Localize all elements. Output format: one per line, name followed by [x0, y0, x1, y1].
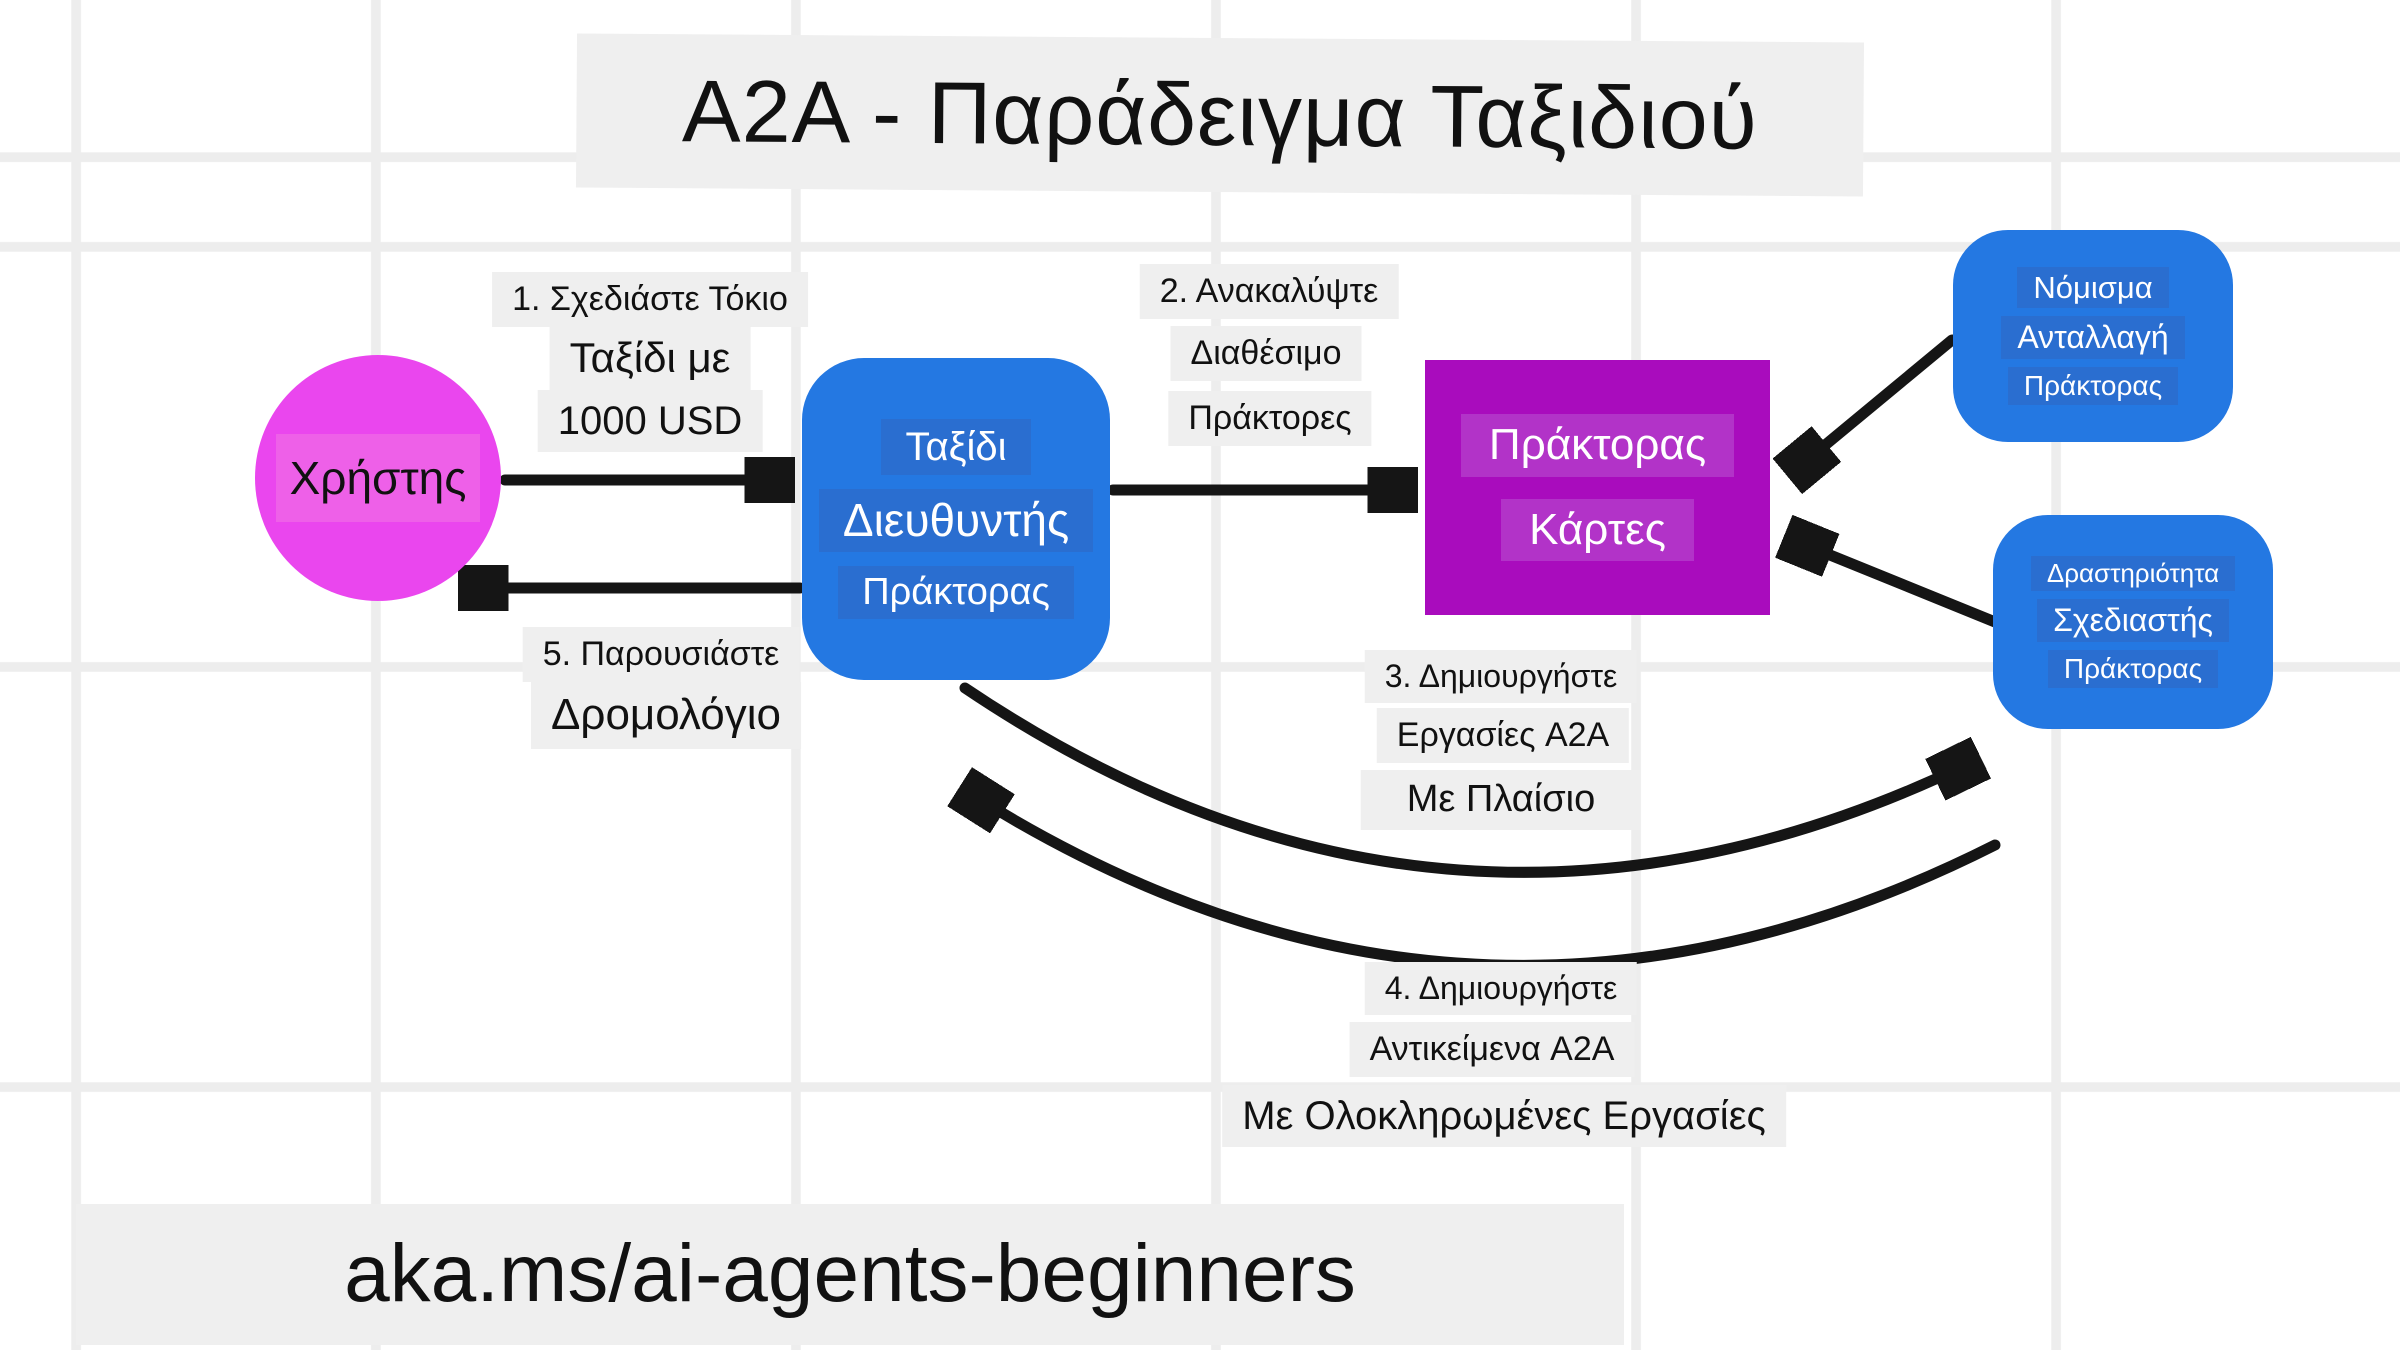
node-agent-cards: Πράκτορας Κάρτες: [1425, 360, 1770, 615]
node-agent-cards-line2: Κάρτες: [1501, 498, 1694, 562]
step1-label-line3: 1000 USD: [537, 390, 763, 452]
node-activity-line3: Πράκτορας: [2047, 650, 2219, 689]
step3-label-line2: Εργασίες A2A: [1376, 708, 1630, 764]
step2-label-line1: 2. Ανακαλύψτε: [1139, 264, 1399, 320]
node-user: Χρήστης: [255, 355, 501, 601]
step1-label-line2: Ταξίδι με: [549, 326, 751, 391]
arrow-currency-exchange-to-agent-cards: [1795, 334, 1958, 470]
node-travel-manager-line2: Διευθυντής: [818, 488, 1094, 552]
step3-label-line3: Με Πλαίσιο: [1360, 770, 1642, 830]
arrow-activity-planner-to-agent-cards: [1793, 540, 2001, 628]
node-travel-manager-agent: Ταξίδι Διευθυντής Πράκτορας: [802, 358, 1110, 680]
footer-link: aka.ms/ai-agents-beginners: [76, 1204, 1624, 1345]
step1-label-line1: 1. Σχεδιάστε Τόκιο: [492, 272, 808, 328]
page-title: A2A - Παράδειγμα Ταξιδιού: [575, 33, 1865, 197]
node-activity-line2: Σχεδιαστής: [2037, 599, 2229, 643]
node-travel-manager-line3: Πράκτορας: [838, 565, 1074, 620]
step3-label-line1: 3. Δημιουργήστε: [1364, 650, 1638, 703]
step5-label-line1: 5. Παρουσιάστε: [522, 627, 800, 683]
node-user-label: Χρήστης: [275, 433, 481, 523]
node-activity-planner-agent: Δραστηριότητα Σχεδιαστής Πράκτορας: [1993, 515, 2273, 729]
arrow-create-tasks-curve: [959, 682, 1972, 878]
step4-label-line3: Με Ολοκληρωμένες Εργασίες: [1222, 1085, 1786, 1147]
step2-label-line2: Διαθέσιμο: [1170, 326, 1362, 382]
node-travel-manager-line1: Ταξίδι: [881, 418, 1031, 475]
step4-label-line1: 4. Δημιουργήστε: [1364, 962, 1638, 1015]
node-currency-line1: Νόμισμα: [2017, 266, 2169, 309]
node-currency-line3: Πράκτορας: [2007, 367, 2179, 406]
node-activity-line1: Δραστηριότητα: [2030, 555, 2236, 592]
node-currency-line2: Ανταλλαγή: [2001, 316, 2185, 360]
node-agent-cards-line1: Πράκτορας: [1460, 413, 1735, 477]
step2-label-line3: Πράκτορες: [1168, 391, 1372, 447]
step5-label-line2: Δρομολόγιο: [531, 682, 801, 749]
node-currency-exchange-agent: Νόμισμα Ανταλλαγή Πράκτορας: [1953, 230, 2233, 442]
step4-label-line2: Αντικείμενα A2A: [1349, 1022, 1635, 1078]
